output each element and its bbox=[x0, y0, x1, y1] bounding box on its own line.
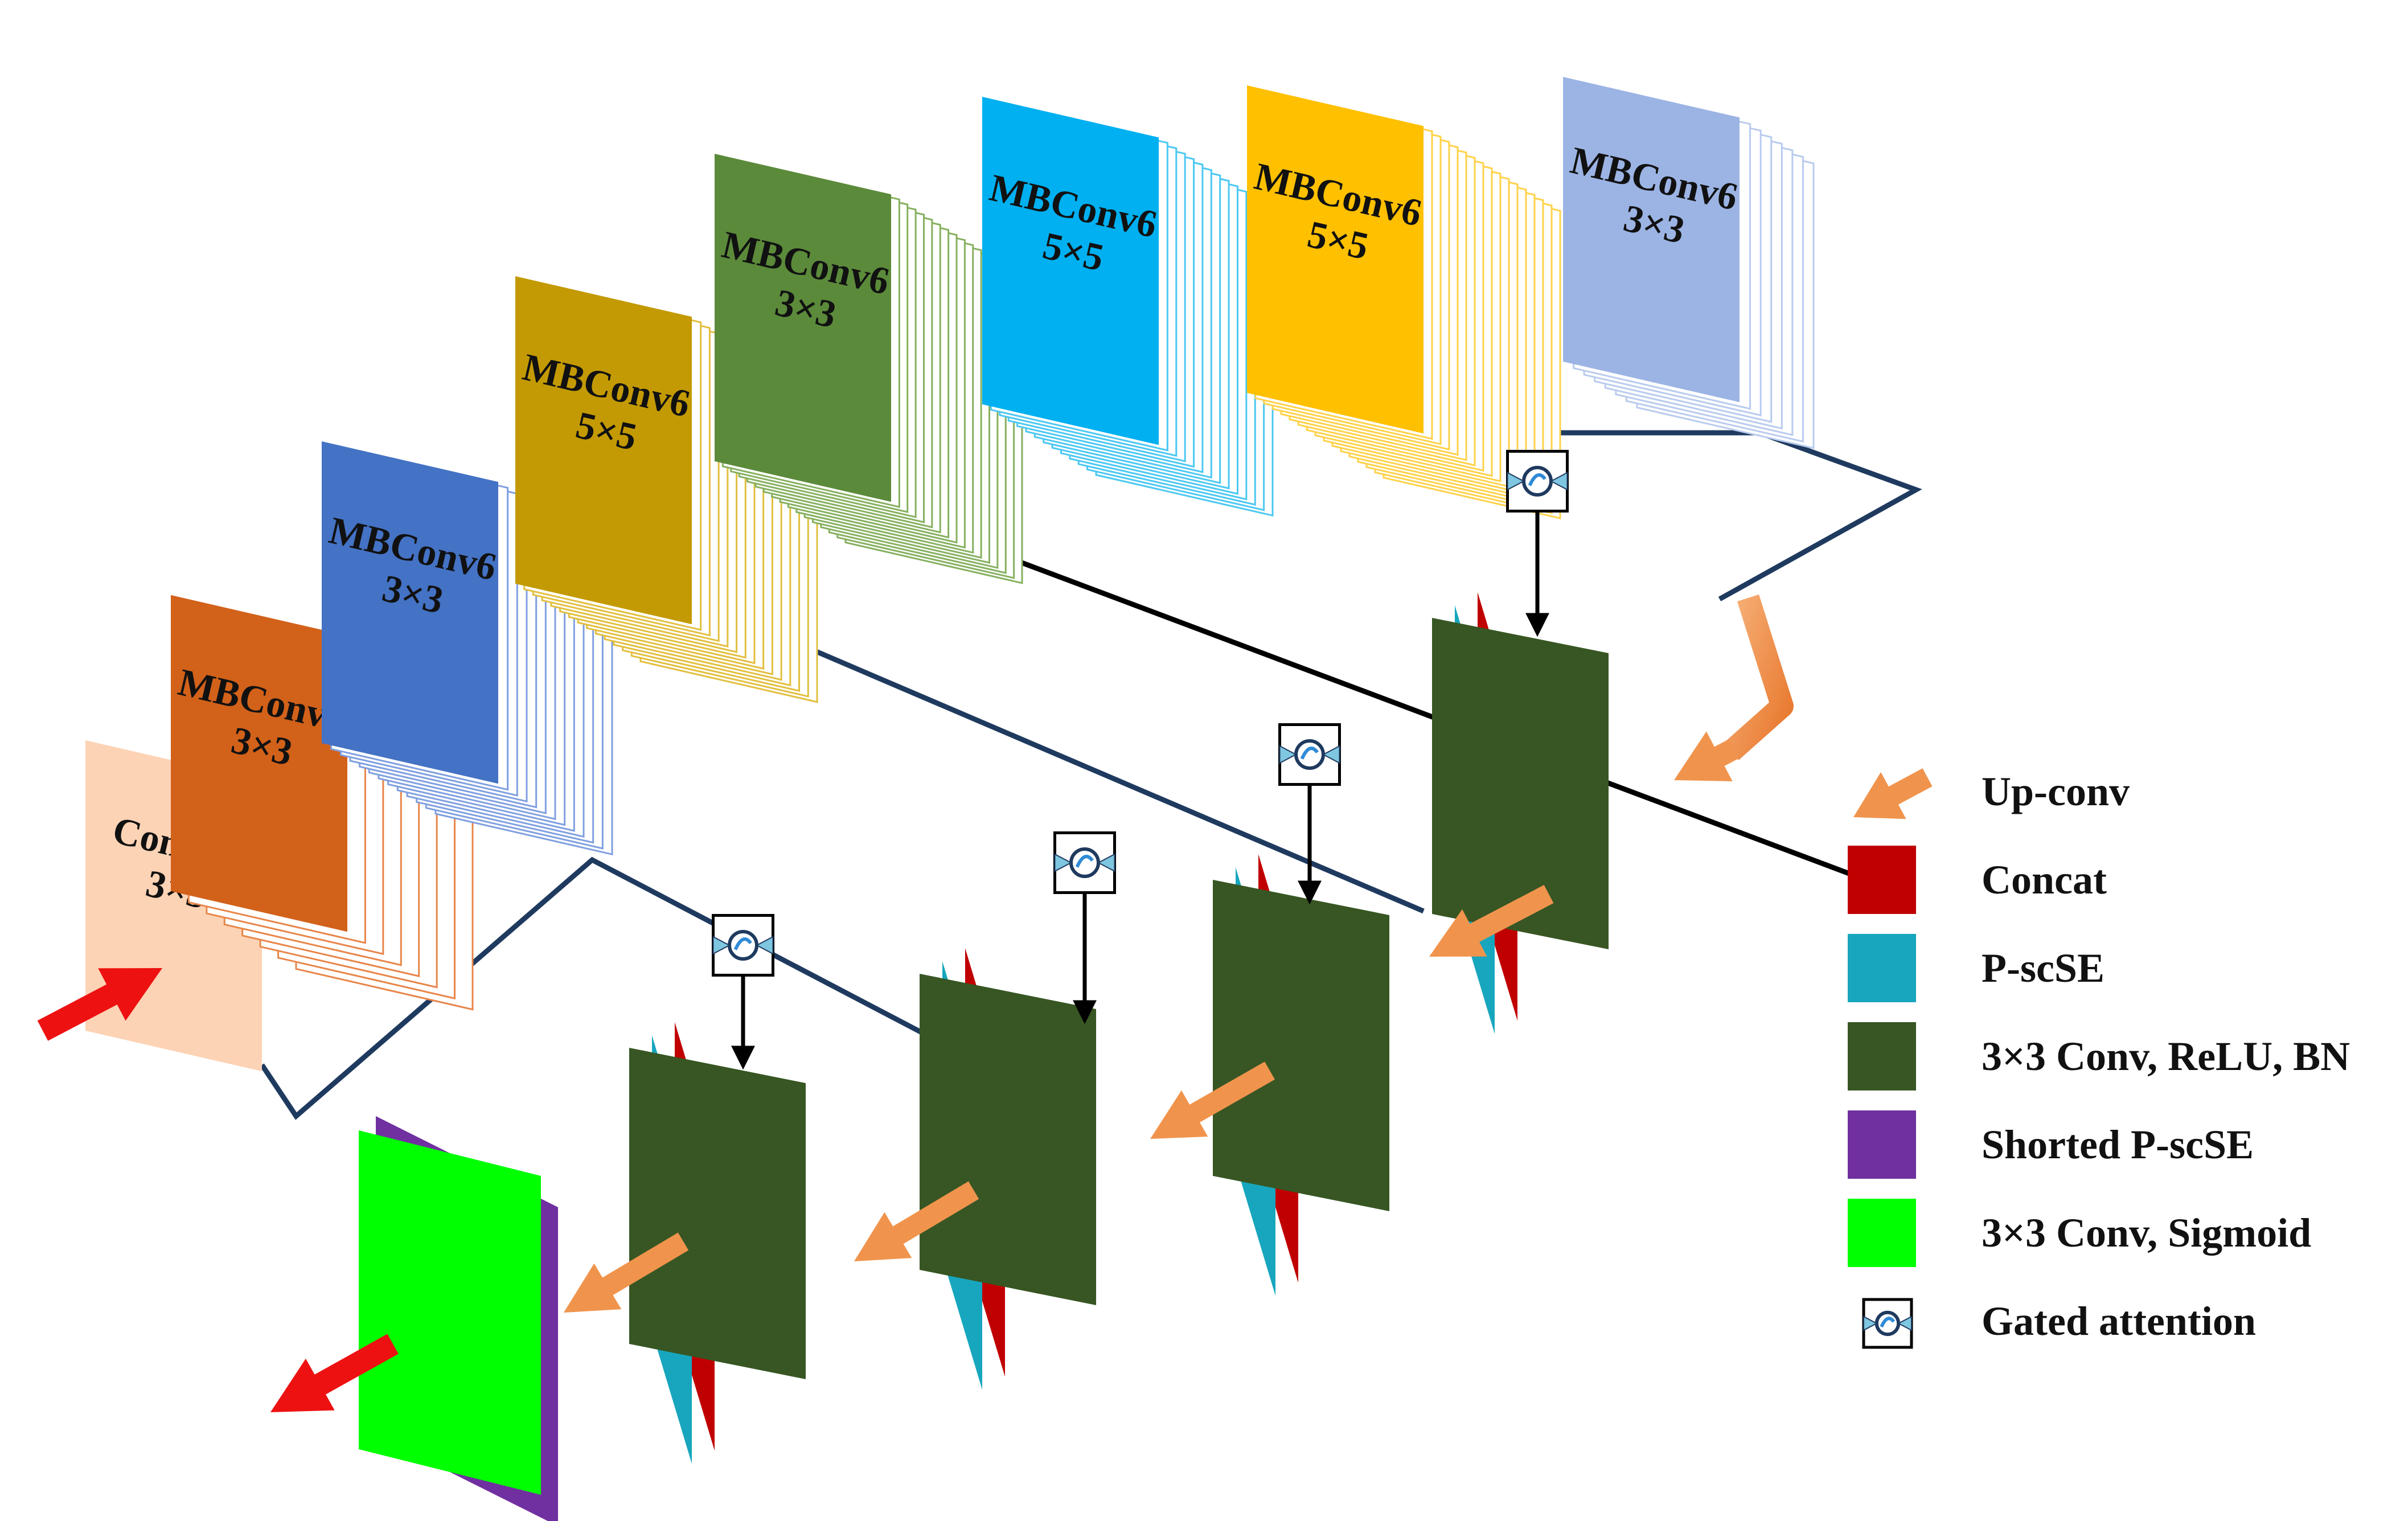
conv-relu-bn-layer bbox=[920, 974, 1096, 1305]
decoder-path bbox=[359, 592, 1609, 1521]
encoder-face bbox=[1247, 85, 1424, 434]
legend-item-up-conv: Up-conv bbox=[1853, 768, 2130, 819]
legend-swatch bbox=[1848, 934, 1916, 1002]
gated-attention-1 bbox=[1506, 450, 1569, 513]
legend-label: Up-conv bbox=[1982, 769, 2130, 814]
legend-item-conv-sigmoid: 3×3 Conv, Sigmoid bbox=[1848, 1199, 2311, 1267]
legend-swatch bbox=[1848, 1022, 1916, 1090]
up-conv-arrow bbox=[854, 1181, 979, 1262]
conv-relu-bn-layer bbox=[1432, 618, 1609, 949]
legend-label: Gated attention bbox=[1982, 1298, 2256, 1344]
encoder-face bbox=[715, 154, 891, 502]
gated-attention-units bbox=[712, 450, 1569, 1070]
encoder-path: Conv2d3×3MBConv13×3MBConv63×3MBConv65×5M… bbox=[85, 77, 1815, 1072]
gated-attention-4 bbox=[712, 914, 774, 977]
legend-item-p-scse: P-scSE bbox=[1848, 934, 2105, 1002]
legend-item-gated-attention: Gated attention bbox=[1862, 1298, 2256, 1349]
legend-swatch bbox=[1848, 1199, 1916, 1267]
up-conv-arrows bbox=[37, 594, 1794, 1413]
legend-item-concat: Concat bbox=[1848, 846, 2107, 914]
conv-sigmoid-layer bbox=[359, 1130, 541, 1495]
up-conv-bend bbox=[1723, 594, 1794, 760]
output-block bbox=[359, 1116, 558, 1521]
output-arrow bbox=[270, 1334, 399, 1413]
legend-gate-icon bbox=[1862, 1298, 1913, 1349]
legend-swatch bbox=[1848, 1110, 1916, 1179]
legend-up-conv-icon bbox=[1853, 768, 1933, 819]
up-conv-arrow bbox=[564, 1232, 689, 1313]
encoder-face bbox=[171, 595, 347, 932]
legend-label: 3×3 Conv, ReLU, BN bbox=[1982, 1034, 2350, 1079]
encoder-face bbox=[515, 276, 692, 625]
legend-swatch bbox=[1848, 846, 1916, 914]
up-conv-arrow bbox=[1429, 885, 1554, 957]
gated-attention-3 bbox=[1053, 831, 1116, 894]
conv-relu-bn-layer bbox=[1213, 880, 1389, 1211]
skip-line-2 bbox=[887, 510, 1874, 885]
encoder-face bbox=[322, 441, 498, 784]
gated-attention-2 bbox=[1278, 723, 1341, 786]
encoder-face bbox=[982, 97, 1159, 445]
decoder-stage-1 bbox=[1432, 592, 1609, 1034]
skip-line-1 bbox=[1412, 430, 1922, 601]
conv-relu-bn-layer bbox=[629, 1048, 806, 1379]
up-conv-arrow bbox=[1674, 731, 1739, 781]
decoder-stage-4 bbox=[629, 1022, 806, 1464]
encoder-face bbox=[1563, 77, 1740, 403]
decoder-stage-2 bbox=[1213, 854, 1389, 1296]
legend-item-conv-relu-bn: 3×3 Conv, ReLU, BN bbox=[1848, 1022, 2350, 1090]
decoder-stage-3 bbox=[920, 948, 1096, 1390]
legend-label: Concat bbox=[1982, 857, 2107, 903]
legend-label: Shorted P-scSE bbox=[1982, 1122, 2254, 1167]
legend-label: 3×3 Conv, Sigmoid bbox=[1982, 1210, 2311, 1256]
legend-label: P-scSE bbox=[1982, 945, 2105, 991]
input-arrow bbox=[37, 967, 163, 1041]
legend-item-shorted-p-scse: Shorted P-scSE bbox=[1848, 1110, 2254, 1179]
up-conv-arrow bbox=[1150, 1061, 1275, 1139]
